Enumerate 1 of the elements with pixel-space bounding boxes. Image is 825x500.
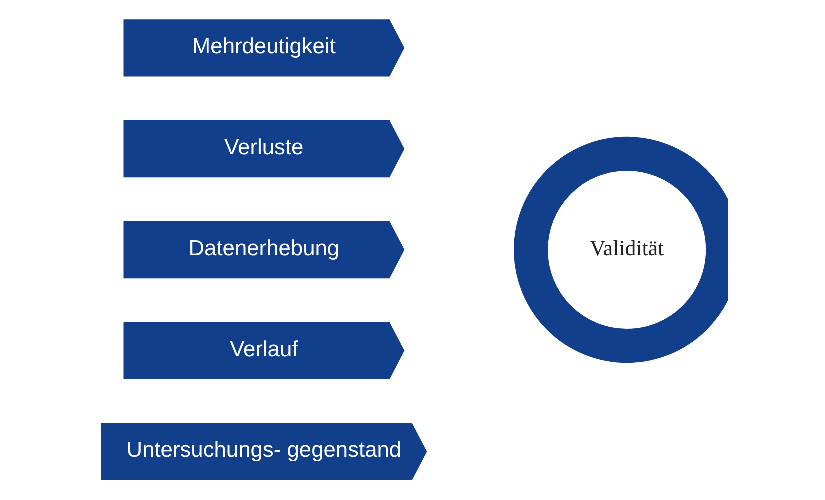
- node-circle: Validität: [514, 136, 728, 364]
